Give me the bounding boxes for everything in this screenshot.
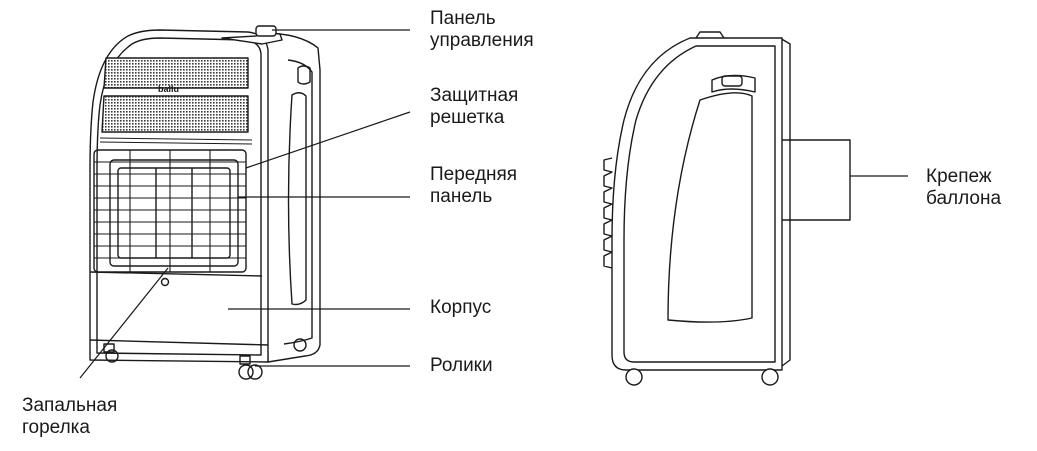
label-casters-line1: Ролики [430, 355, 493, 376]
label-control-panel-line1: Панель [430, 8, 496, 29]
label-cylinder-mount: Крепеж баллона [926, 166, 1001, 210]
label-cylinder-mount-line1: Крепеж [926, 166, 992, 187]
label-pilot-burner-line1: Запальная [22, 395, 118, 416]
label-front-panel-line2: панель [430, 186, 493, 207]
leader-protective-grille [245, 111, 411, 169]
label-front-panel: Передняя панель [430, 164, 517, 208]
label-casters: Ролики [430, 355, 493, 377]
leader-pilot-burner [79, 267, 169, 379]
label-protective-grille-line2: решетка [430, 107, 505, 128]
label-pilot-burner-line2: горелка [22, 417, 90, 438]
label-pilot-burner: Запальная горелка [22, 395, 117, 439]
brand-logo: ballu [158, 84, 179, 94]
heater-side-view [603, 31, 851, 386]
label-protective-grille-line1: Защитная [430, 85, 519, 106]
caster-rear-right [293, 338, 307, 352]
label-control-panel: Панель управления [430, 8, 534, 52]
label-housing-line1: Корпус [430, 297, 492, 318]
label-cylinder-mount-line2: баллона [926, 188, 1002, 209]
label-protective-grille: Защитная решетка [430, 85, 518, 129]
label-control-panel-line2: управления [430, 30, 534, 51]
leader-lines [79, 29, 908, 379]
label-front-panel-line1: Передняя [430, 164, 518, 185]
label-housing: Корпус [430, 297, 491, 319]
caster-front-right [238, 355, 263, 380]
heater-front-view [89, 25, 321, 380]
